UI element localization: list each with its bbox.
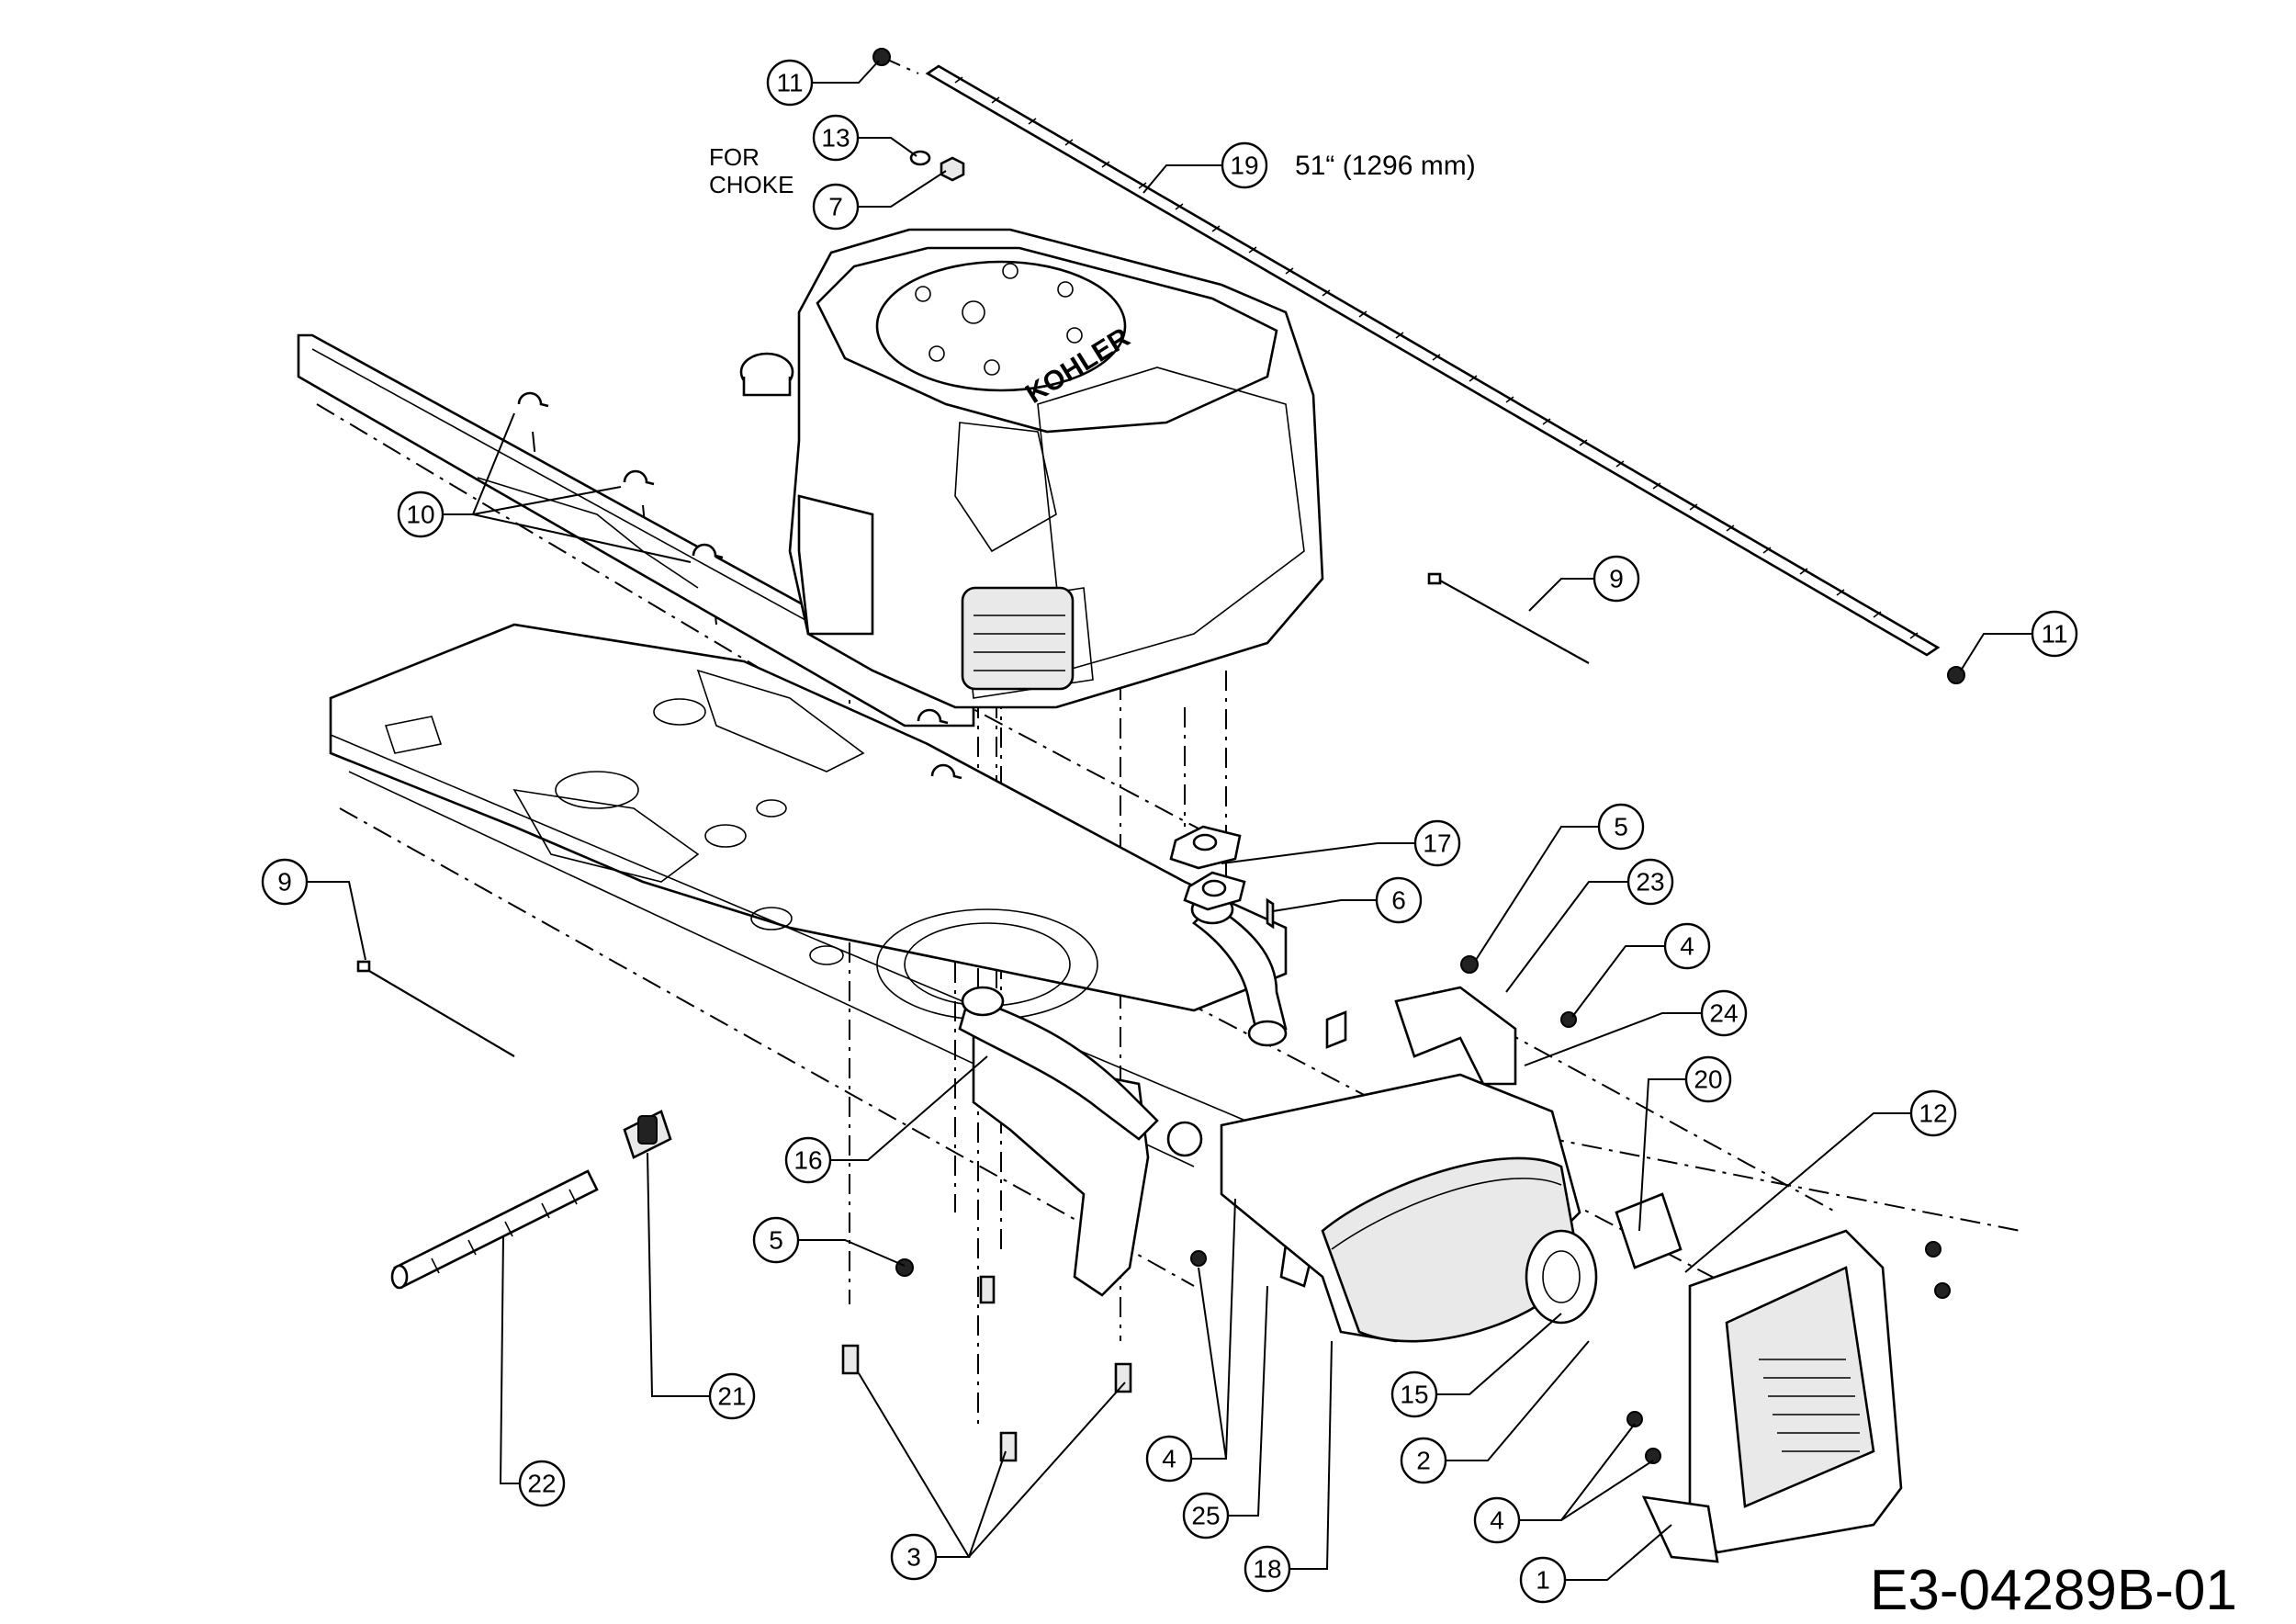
leader-lines — [308, 60, 2032, 1581]
exhaust-gasket — [1166, 825, 1275, 1157]
callout-25: 25 — [1182, 1492, 1230, 1539]
shift-rod — [872, 48, 1965, 684]
callout-20: 20 — [1684, 1055, 1732, 1103]
svg-text:23: 23 — [1636, 868, 1664, 897]
svg-text:21: 21 — [717, 1382, 746, 1411]
svg-text:20: 20 — [1694, 1066, 1722, 1094]
drawing-code: E3-04289B-01 — [1870, 1559, 2237, 1622]
callout-10: 10 — [397, 491, 445, 538]
svg-text:15: 15 — [1400, 1381, 1428, 1409]
muffler — [1220, 1073, 1683, 1343]
svg-text:5: 5 — [1614, 813, 1628, 841]
svg-text:10: 10 — [406, 501, 434, 529]
svg-text:1: 1 — [1536, 1566, 1550, 1595]
callout-18: 18 — [1244, 1545, 1291, 1593]
callout-9-right: 9 — [1593, 555, 1640, 603]
muffler-guard — [1641, 1229, 1951, 1563]
callout-16: 16 — [784, 1136, 832, 1184]
frame-plate — [329, 623, 1288, 1297]
callout-11-right: 11 — [2031, 610, 2078, 658]
svg-text:25: 25 — [1191, 1502, 1220, 1530]
callout-22: 22 — [518, 1460, 566, 1507]
callout-1: 1 — [1519, 1556, 1567, 1604]
callout-13: 13 — [812, 114, 860, 162]
svg-text:11: 11 — [776, 69, 803, 97]
callout-4-lower: 4 — [1473, 1496, 1521, 1544]
svg-text:11: 11 — [2041, 620, 2067, 648]
callout-4-upper: 4 — [1663, 922, 1711, 970]
svg-text:9: 9 — [277, 868, 292, 897]
svg-text:24: 24 — [1709, 999, 1738, 1028]
svg-text:13: 13 — [821, 124, 850, 152]
callout-17: 17 — [1413, 819, 1461, 867]
choke-note-line2: CHOKE — [709, 171, 793, 198]
callout-2: 2 — [1400, 1437, 1447, 1484]
svg-text:12: 12 — [1919, 1100, 1947, 1128]
callout-23: 23 — [1626, 858, 1674, 906]
cable-ties — [356, 572, 1590, 1057]
svg-text:6: 6 — [1391, 886, 1406, 915]
callout-24: 24 — [1700, 989, 1748, 1037]
rod-dimension-label: 51“ (1296 mm) — [1295, 151, 1476, 181]
callout-3: 3 — [890, 1533, 938, 1581]
choke-note-line1: FOR — [709, 143, 760, 171]
svg-text:4: 4 — [1490, 1506, 1504, 1535]
spacer-and-fitting — [390, 1110, 672, 1290]
svg-text:7: 7 — [828, 193, 843, 221]
callout-11-top: 11 — [766, 59, 814, 107]
svg-text:18: 18 — [1253, 1555, 1281, 1584]
callout-7: 7 — [812, 183, 860, 231]
callout-5-left: 5 — [752, 1216, 800, 1264]
callout-21: 21 — [708, 1372, 756, 1420]
svg-text:2: 2 — [1416, 1447, 1431, 1475]
callout-15: 15 — [1390, 1370, 1438, 1418]
svg-text:19: 19 — [1230, 152, 1258, 180]
callout-9-left: 9 — [261, 858, 309, 906]
svg-text:4: 4 — [1162, 1445, 1176, 1473]
callout-6: 6 — [1375, 876, 1423, 924]
svg-text:16: 16 — [793, 1146, 822, 1175]
callout-12: 12 — [1909, 1089, 1957, 1137]
exhaust-pipe — [958, 894, 1288, 1141]
svg-text:5: 5 — [769, 1226, 783, 1255]
svg-text:22: 22 — [527, 1470, 556, 1498]
svg-text:3: 3 — [906, 1543, 921, 1572]
svg-text:4: 4 — [1680, 932, 1694, 961]
engine: KOHLER — [739, 228, 1324, 709]
svg-text:9: 9 — [1609, 565, 1624, 593]
callout-19: 19 — [1221, 141, 1268, 189]
callout-4-middle: 4 — [1145, 1435, 1193, 1483]
callout-5-right: 5 — [1597, 803, 1645, 851]
svg-text:17: 17 — [1423, 829, 1451, 858]
hose-clamps — [517, 391, 962, 780]
